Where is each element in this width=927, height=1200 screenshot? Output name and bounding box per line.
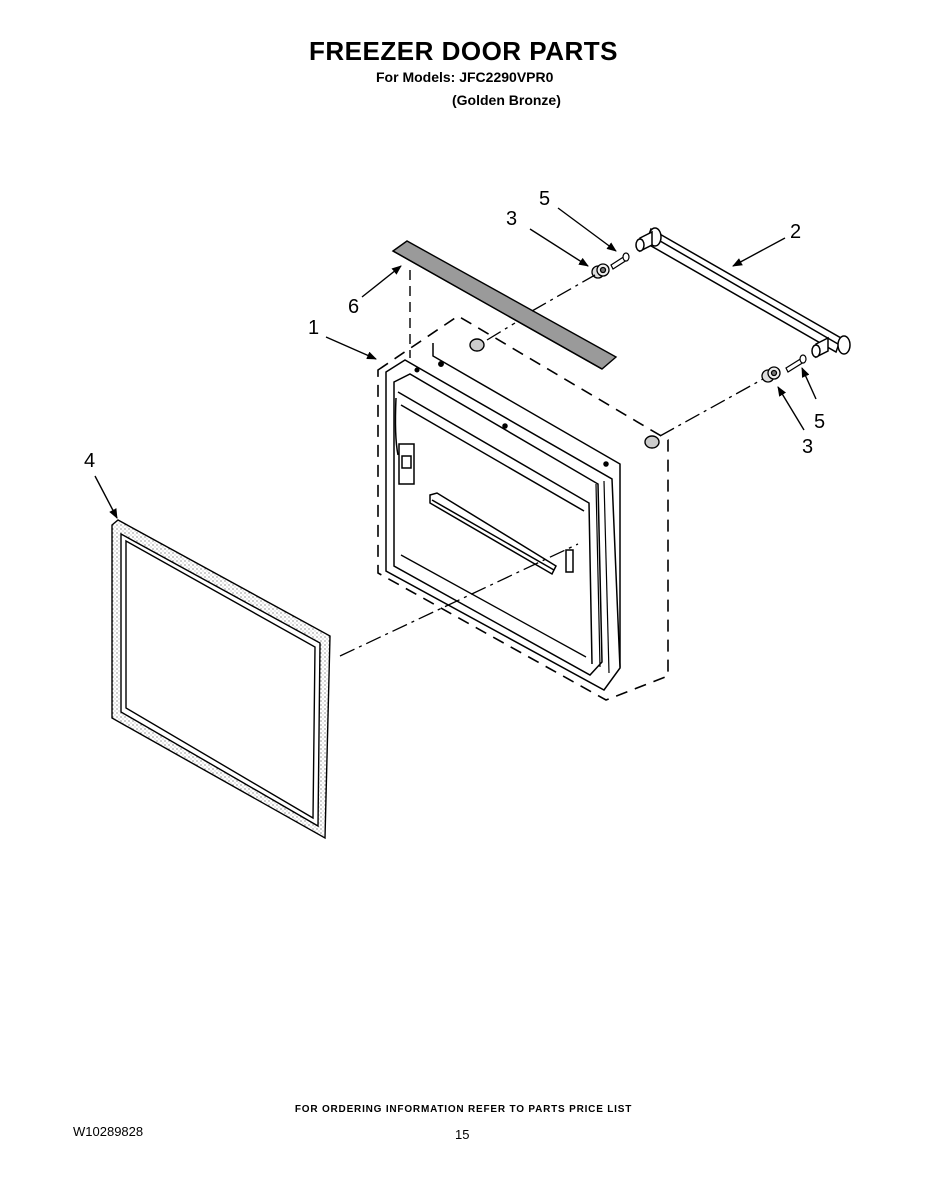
callout-3-bottom: 3 — [802, 436, 813, 458]
spacer-bottom — [761, 366, 781, 383]
leader-3-bottom — [777, 386, 805, 431]
leader-3-top — [529, 228, 589, 267]
leader-5-bottom — [801, 367, 817, 400]
leader-1 — [325, 336, 377, 360]
callout-3-top: 3 — [506, 208, 517, 230]
leader-lines — [94, 207, 817, 519]
door-gasket — [111, 519, 331, 840]
color-line: (Golden Bronze) — [452, 92, 561, 108]
callout-4: 4 — [84, 450, 95, 472]
leader-2 — [732, 237, 786, 267]
callout-2: 2 — [790, 221, 801, 243]
trim-strip — [391, 240, 618, 370]
screw-top — [610, 252, 630, 270]
page-title: FREEZER DOOR PARTS — [309, 36, 618, 66]
ordering-note: FOR ORDERING INFORMATION REFER TO PARTS … — [294, 1104, 633, 1115]
callout-1: 1 — [308, 317, 319, 339]
door-handle — [635, 227, 851, 359]
door-liner — [393, 373, 603, 676]
leader-5-top — [557, 207, 617, 252]
models-line: For Models: JFC2290VPR0 — [376, 69, 554, 85]
page-number: 15 — [455, 1127, 470, 1142]
alignment-lines — [339, 274, 764, 657]
leader-4 — [94, 475, 118, 519]
document-number: W10289828 — [73, 1124, 144, 1139]
door-assembly — [377, 315, 669, 701]
door-dashed-outline — [377, 315, 669, 701]
leader-6 — [361, 265, 402, 298]
callout-6: 6 — [348, 296, 359, 318]
callout-5-bottom: 5 — [814, 411, 825, 433]
callout-5-top: 5 — [539, 188, 550, 210]
screw-bottom — [785, 354, 807, 373]
spacer-top — [591, 263, 610, 279]
